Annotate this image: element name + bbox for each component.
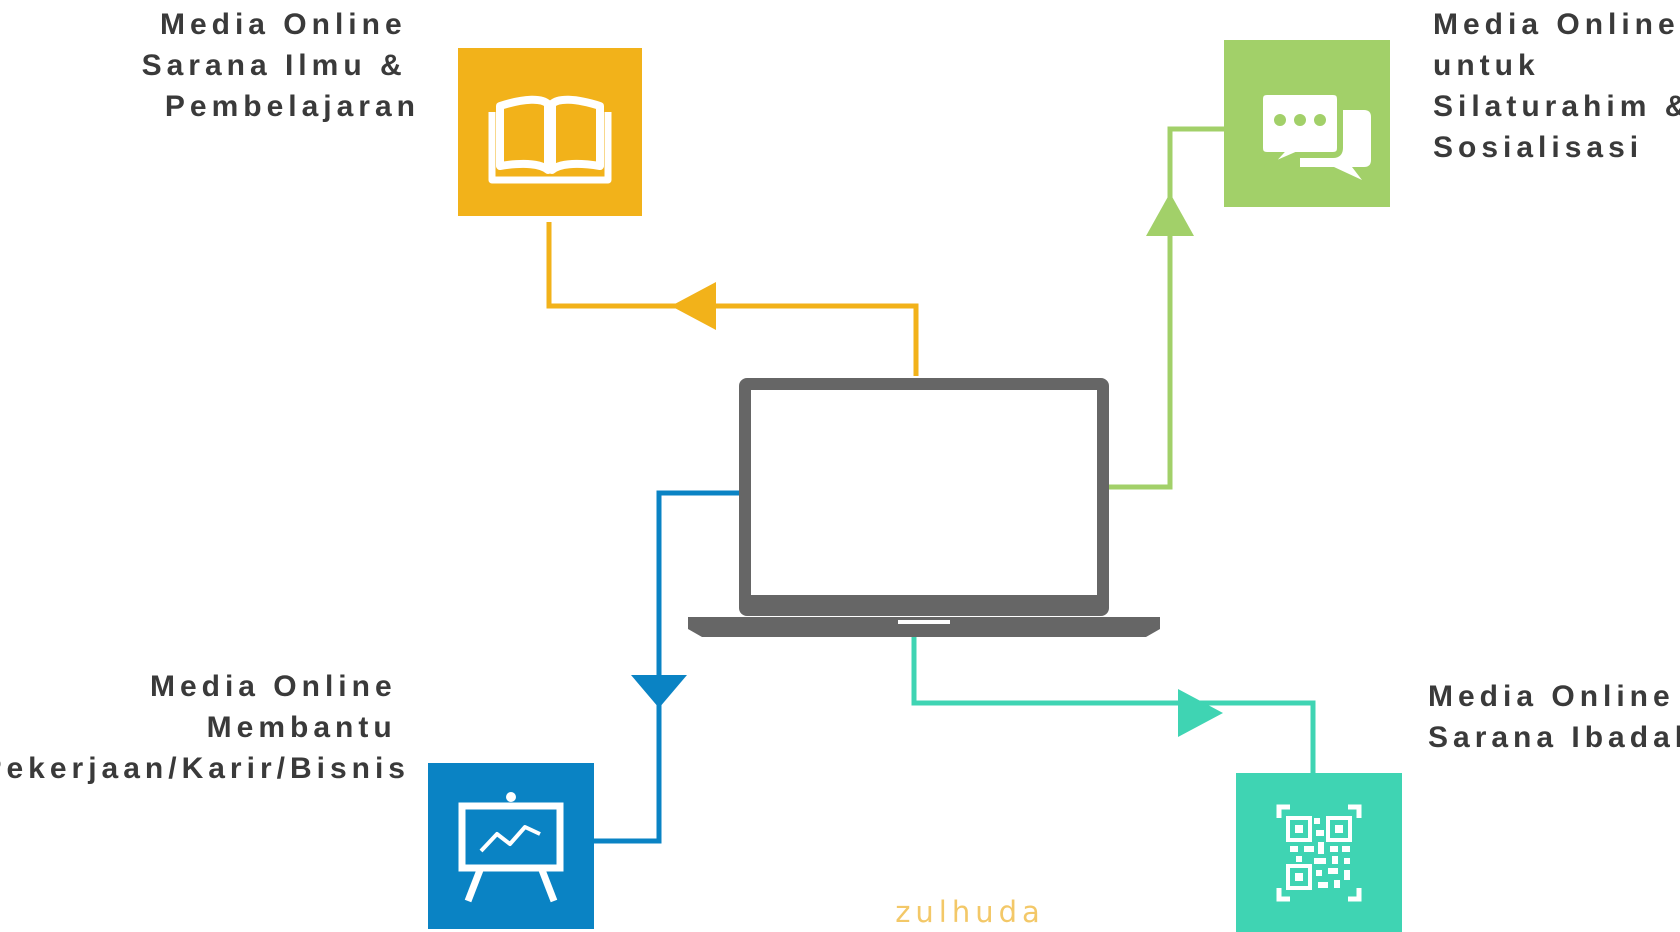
social-label-line-3: Silaturahim & (1433, 90, 1680, 123)
connector-social (1107, 126, 1224, 490)
connector-social-arrowhead (1146, 193, 1194, 236)
career-label: Media Online Membantu Pekerjaan/Karir/Bi… (0, 670, 410, 785)
connector-learning-line (546, 222, 919, 376)
learning-label-line-2: Sarana Ilmu & (142, 49, 407, 82)
career-icon-tile (428, 763, 594, 929)
connector-learning (546, 222, 919, 376)
chat-bubbles-icon (1257, 89, 1371, 180)
node-worship: Media Online Sarana Ibadah (1236, 680, 1680, 932)
presentation-board-icon (458, 792, 564, 903)
connector-learning-arrowhead (671, 282, 716, 330)
node-social: Media Online untuk Silaturahim & Sosiali… (1224, 8, 1680, 207)
worship-label-line-1: Media Online (1428, 680, 1675, 713)
connector-career (594, 490, 740, 844)
social-label: Media Online untuk Silaturahim & Sosiali… (1433, 8, 1680, 164)
laptop-icon (688, 378, 1160, 637)
laptop-touchpad-notch (898, 620, 950, 624)
connector-career-line (594, 490, 740, 844)
node-career: Media Online Membantu Pekerjaan/Karir/Bi… (0, 670, 594, 929)
social-label-line-1: Media Online (1433, 8, 1680, 41)
career-label-line-2: Membantu (207, 711, 397, 744)
laptop-base (688, 617, 1160, 637)
connector-worship-line (911, 636, 1316, 773)
worship-label-line-2: Sarana Ibadah (1428, 721, 1680, 754)
laptop-screen (751, 390, 1097, 595)
learning-label: Media Online Sarana Ilmu & Pembelajaran (142, 8, 420, 123)
learning-label-line-3: Pembelajaran (165, 90, 420, 123)
connector-worship (911, 636, 1316, 773)
connector-social-line (1107, 126, 1224, 490)
connector-worship-arrowhead (1178, 689, 1223, 737)
node-learning: Media Online Sarana Ilmu & Pembelajaran (142, 8, 642, 216)
connector-career-arrowhead (631, 675, 687, 708)
learning-label-line-1: Media Online (160, 8, 407, 41)
career-label-line-3: Pekerjaan/Karir/Bisnis (0, 752, 410, 785)
social-label-line-4: Sosialisasi (1433, 131, 1643, 164)
worship-label: Media Online Sarana Ibadah (1428, 680, 1680, 754)
qr-code-icon (1276, 804, 1362, 902)
social-label-line-2: untuk (1433, 49, 1540, 82)
open-book-icon (488, 95, 612, 184)
career-label-line-1: Media Online (150, 670, 397, 703)
author-credit: zulhuda (895, 895, 1045, 929)
